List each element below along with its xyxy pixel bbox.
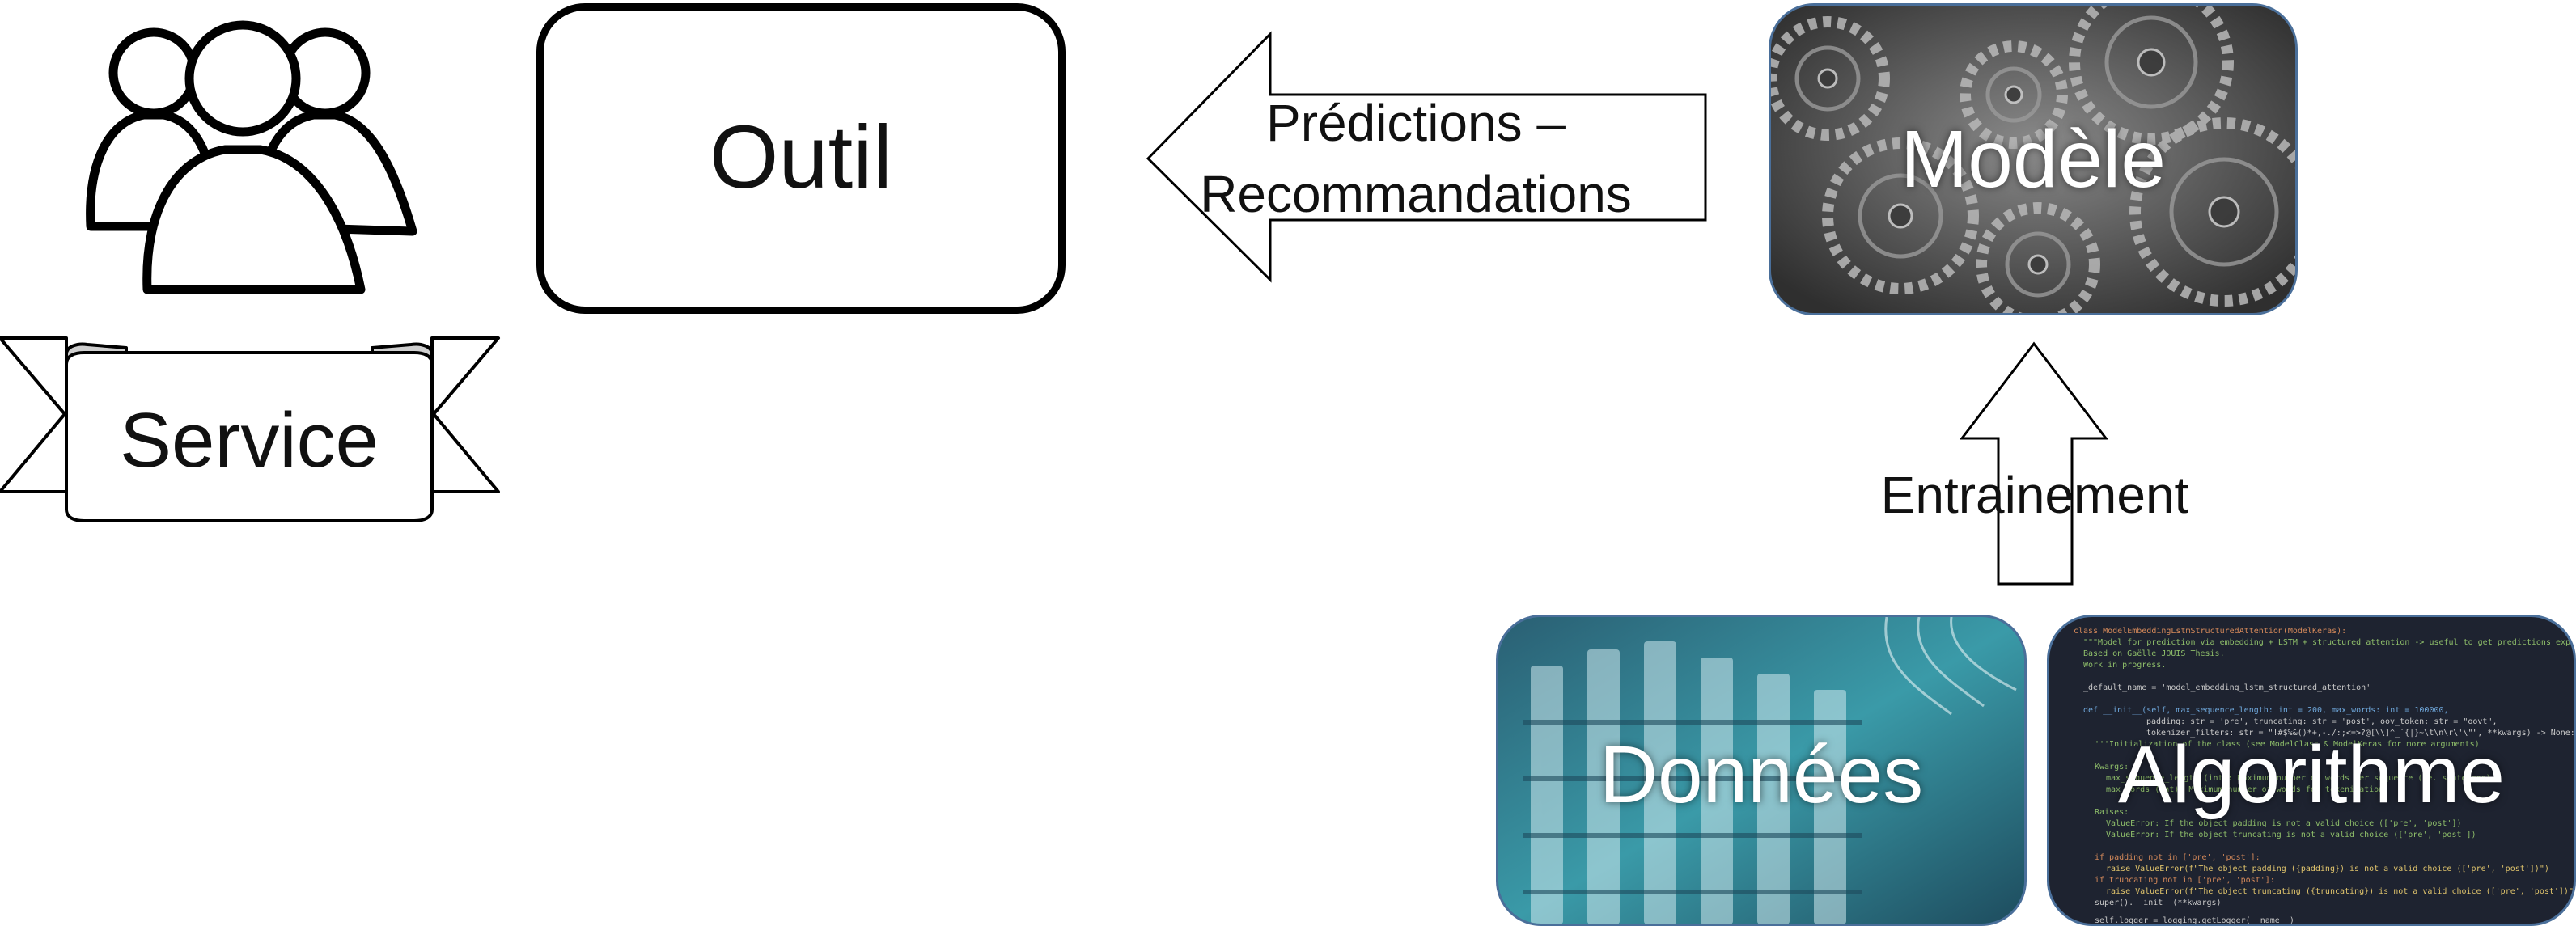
predictions-label-line1: Prédictions – <box>1266 94 1566 152</box>
code-snippet: class ModelEmbeddingLstmStructuredAttent… <box>2074 627 2576 925</box>
training-label: Entrainement <box>1880 466 2189 524</box>
algorithm-card: class ModelEmbeddingLstmStructuredAttent… <box>2047 615 2576 926</box>
model-card: Modèle <box>1769 3 2298 315</box>
tool-label: Outil <box>709 108 893 207</box>
gears-icon <box>1771 6 2295 313</box>
model-label: Modèle <box>1900 114 2166 205</box>
data-label: Données <box>1599 729 1924 820</box>
predictions-label-line2: Recommandations <box>1200 165 1632 223</box>
algorithm-label: Algorithme <box>2118 729 2505 820</box>
service-label: Service <box>119 397 379 484</box>
tool-box <box>536 3 1066 314</box>
data-card: Données <box>1496 615 2027 926</box>
server-rack-icon <box>1498 617 2024 924</box>
